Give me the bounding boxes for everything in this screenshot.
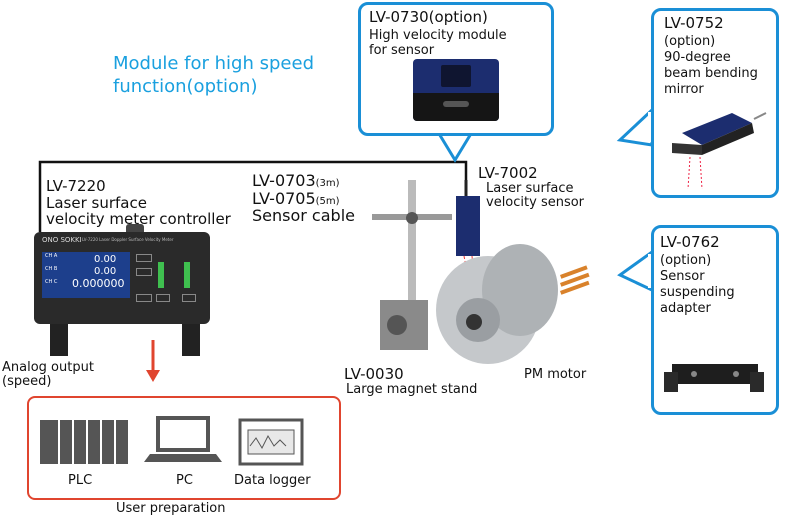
lv0762-model: LV-0762 — [660, 233, 720, 251]
device-label-pc: PC — [176, 473, 193, 488]
screen-val-c: 0.000000 — [72, 277, 125, 290]
analog-output-line1: Analog output — [2, 360, 94, 375]
lv0030-label: LV-0030 Large magnet stand — [344, 366, 477, 397]
lv0730-desc-1: High velocity module — [369, 28, 507, 43]
lv0762-desc-3: suspending — [660, 285, 735, 300]
level-bar-2 — [184, 262, 190, 288]
controller-button[interactable] — [136, 254, 152, 262]
user-preparation-label: User preparation — [116, 501, 226, 516]
analog-output-label: Analog output (speed) — [2, 360, 94, 390]
lv0752-desc-4: mirror — [664, 82, 704, 97]
beam-bending-mirror-image — [672, 112, 767, 190]
lv0030-model: LV-0030 — [344, 365, 404, 383]
device-label-plc: PLC — [68, 473, 93, 488]
lv0752-desc-1: (option) — [664, 34, 716, 49]
callout-lv0762: LV-0762 (option) Sensor suspending adapt… — [651, 225, 779, 415]
lv0762-desc-2: Sensor — [660, 269, 705, 284]
module-title-line1: Module for high speed — [113, 53, 314, 74]
lv7002-desc-2: velocity sensor — [486, 194, 585, 210]
cable-model-3m: LV-0703 — [252, 171, 316, 190]
lv0730-model: LV-0730(option) — [369, 8, 488, 26]
cable-length-5m: (5m) — [315, 195, 340, 207]
controller-lv7220: ONO SOKKI LV-7220 Laser Doppler Surface … — [34, 224, 210, 324]
suspending-adapter-image — [664, 364, 764, 392]
module-title: Module for high speed function(option) — [113, 53, 314, 98]
pm-motor-label: PM motor — [524, 367, 587, 382]
lv7220-desc-1: Laser surface — [46, 193, 147, 212]
lv7002-label: LV-7002 Laser surface velocity sensor — [478, 165, 584, 210]
device-label-data-logger: Data logger — [234, 473, 311, 488]
module-title-line2: function(option) — [113, 75, 258, 97]
controller-brand: ONO SOKKI — [42, 236, 82, 244]
sensor-body — [456, 196, 480, 256]
cable-model-5m: LV-0705 — [252, 188, 316, 208]
lv0730-desc-2: for sensor — [369, 43, 435, 58]
lv7002-model: LV-7002 — [478, 164, 538, 182]
cable-length-3m: (3m) — [315, 178, 340, 189]
lv7220-label: LV-7220 Laser surface velocity meter con… — [46, 178, 231, 228]
screen-ch-a: CH A — [45, 253, 58, 259]
lv0762-desc-1: (option) — [660, 253, 712, 268]
lv0752-desc-3: beam bending — [664, 66, 758, 81]
data-logger-icon — [238, 418, 304, 466]
screen-ch-c: CH C — [45, 279, 58, 285]
controller-screen: CH A 0.00 CH B 0.00 CH C 0.000000 — [42, 252, 130, 298]
screen-val-a: 0.00 — [94, 254, 117, 265]
lv7002-desc-1: Laser surface — [486, 180, 574, 196]
level-bar-1 — [158, 262, 164, 288]
controller-foot-left — [50, 324, 68, 356]
lv0752-desc-2: 90-degree — [664, 50, 731, 65]
sensor-cable-label: LV-0703(3m) LV-0705(5m) Sensor cable — [252, 172, 355, 225]
cable-label: Sensor cable — [252, 206, 355, 226]
pc-icon — [144, 416, 222, 462]
user-preparation-box — [27, 396, 341, 500]
callout-lv0752: LV-0752 (option) 90-degree beam bending … — [651, 8, 779, 198]
lv0030-desc: Large magnet stand — [346, 381, 478, 397]
controller-button[interactable] — [136, 294, 152, 302]
controller-button[interactable] — [156, 294, 170, 302]
stand-pole — [408, 180, 416, 330]
callout-lv0730: LV-0730(option) High velocity module for… — [358, 2, 554, 136]
analog-output-line2: (speed) — [2, 374, 52, 390]
high-velocity-module-image — [413, 59, 499, 121]
screen-ch-b: CH B — [45, 266, 58, 272]
lv7220-model: LV-7220 — [46, 177, 106, 195]
screen-val-b: 0.00 — [94, 266, 117, 277]
controller-button[interactable] — [136, 268, 152, 276]
controller-button[interactable] — [182, 294, 196, 302]
controller-model-line: LV-7220 Laser Doppler Surface Velocity M… — [82, 237, 174, 242]
lv0762-desc-4: adapter — [660, 301, 711, 316]
plc-icon — [40, 420, 128, 464]
lv0752-model: LV-0752 — [664, 14, 724, 32]
controller-foot-right — [182, 324, 200, 356]
lv7220-desc-2: velocity meter controller — [46, 210, 231, 228]
